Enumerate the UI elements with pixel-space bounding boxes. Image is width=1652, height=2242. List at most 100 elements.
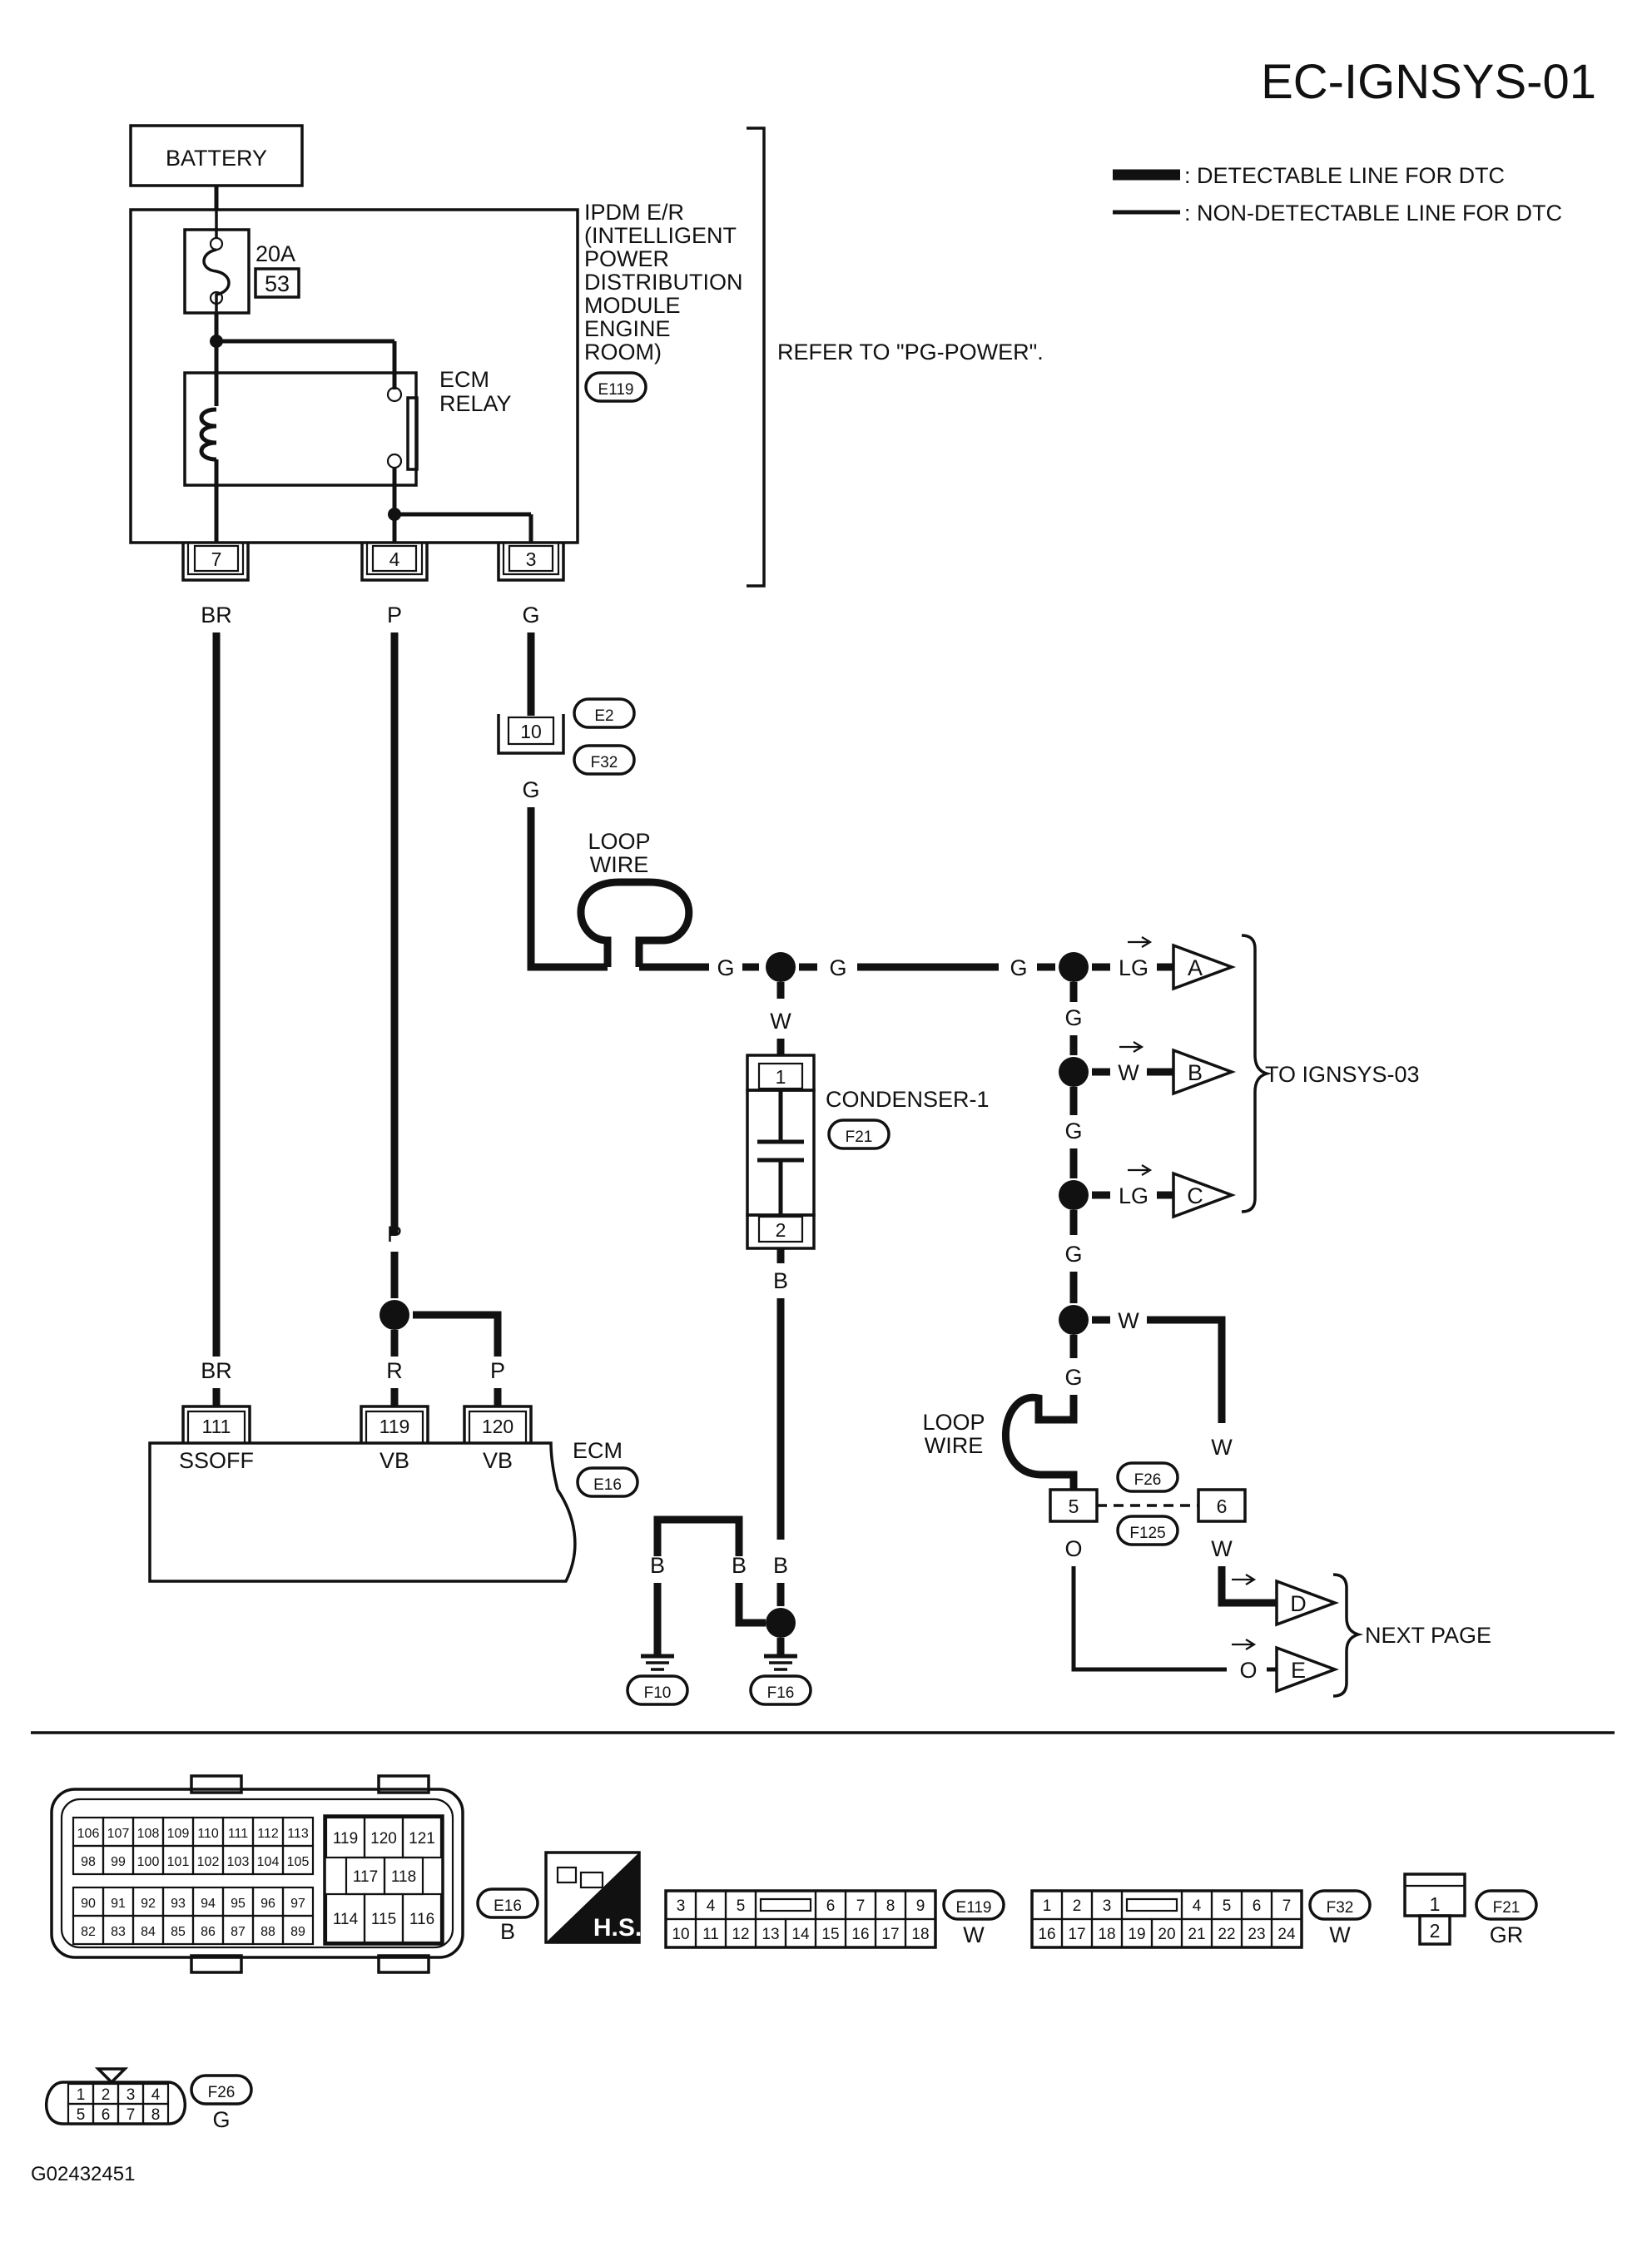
connector-pin-number: 22 (1218, 1926, 1235, 1943)
ecm-name: ECM (573, 1438, 623, 1463)
svg-text:6: 6 (1217, 1495, 1228, 1517)
ecm-connector-id: E16 (593, 1476, 622, 1494)
ground-f10-label: F10 (644, 1684, 672, 1702)
connector-pin-number: 119 (333, 1830, 358, 1848)
ecm-pin-119: 119 (360, 1405, 429, 1443)
hs-label: H.S. (593, 1914, 642, 1942)
connector-cavity (281, 1844, 315, 1876)
connector-pin-number: 3 (677, 1897, 686, 1915)
connector-cavity (401, 1892, 443, 1944)
svg-text:1: 1 (1430, 1893, 1441, 1915)
wire-o (1071, 1566, 1227, 1672)
svg-text:2: 2 (1430, 1920, 1441, 1942)
svg-text:E: E (1291, 1658, 1306, 1683)
svg-text:5: 5 (1069, 1495, 1079, 1517)
arrow-d-icon (1232, 1574, 1257, 1585)
connector-pin-number: 114 (333, 1911, 359, 1928)
svg-text:10: 10 (520, 721, 542, 742)
loop-wire-1-label-1: LOOP (588, 829, 650, 854)
condenser-name: CONDENSER-1 (826, 1087, 990, 1112)
page-title: EC-IGNSYS-01 (1261, 55, 1596, 109)
wire-color-o-e: O (1239, 1658, 1257, 1683)
connector-pin-number: 97 (290, 1897, 305, 1911)
svg-text:DISTRIBUTION: DISTRIBUTION (584, 270, 743, 295)
svg-text:B: B (1188, 1060, 1203, 1085)
connector-pin-number: 4 (1193, 1897, 1202, 1915)
relay-label-1: ECM (439, 367, 489, 392)
connector-pin-number: 12 (732, 1926, 749, 1943)
svg-text:119: 119 (380, 1416, 410, 1437)
brace-next-page (1332, 1573, 1364, 1698)
splice-p (380, 1300, 409, 1330)
connector-pin-number: 83 (111, 1925, 126, 1939)
offpage-a (1172, 943, 1237, 991)
legend-detectable-label: : DETECTABLE LINE FOR DTC (1184, 163, 1505, 188)
connector-pin-number: 14 (791, 1926, 810, 1943)
condenser-1: 1 2 (746, 1054, 816, 1250)
wire-color-o: O (1064, 1536, 1082, 1561)
connector-pin-number: 10 (672, 1926, 689, 1943)
ecm-pin-120: 120 (463, 1405, 533, 1443)
wire-color-lg-c: LG (1119, 1183, 1148, 1208)
ecm-relay-box (183, 371, 418, 487)
svg-text:4: 4 (389, 548, 400, 570)
wire-color-g-7: G (1064, 1119, 1082, 1143)
connector-pin-number: 94 (201, 1897, 216, 1911)
connector-pin-number: 5 (737, 1897, 746, 1915)
connector-pin-number: 4 (151, 2086, 161, 2104)
svg-text:7: 7 (211, 548, 222, 570)
offpage-c (1172, 1171, 1237, 1219)
connector-pin-number: 20 (1158, 1926, 1175, 1943)
connector-pin-number: 2 (1073, 1897, 1082, 1915)
wire-color-g-8: G (1064, 1242, 1082, 1267)
wire-color-g-top: G (522, 603, 539, 627)
connector-pin-number: 9 (916, 1897, 925, 1915)
wire-color-w-b: W (1118, 1060, 1139, 1085)
svg-text:2: 2 (776, 1219, 786, 1241)
arrow-a-icon (1128, 936, 1153, 948)
connector-pin-number: 90 (81, 1897, 96, 1911)
connector-pin-number: 15 (821, 1926, 839, 1943)
wire-color-b-f16: B (773, 1553, 788, 1578)
connector-pin-number: 21 (1188, 1926, 1205, 1943)
joint-connector-10: 10 (497, 714, 565, 755)
wire-color-lg-a: LG (1119, 955, 1148, 980)
fuse-rating: 20A (255, 241, 295, 266)
svg-text:111: 111 (202, 1416, 231, 1437)
svg-text:A: A (1188, 955, 1203, 980)
connector-pin-number: 1 (77, 2086, 86, 2104)
ipdm-refer-text: REFER TO "PG-POWER". (777, 340, 1044, 365)
wire-color-w-condenser: W (770, 1009, 791, 1034)
connector-f32-color: W (1329, 1922, 1351, 1947)
svg-text:120: 120 (482, 1416, 513, 1437)
condenser-connector-id: F21 (846, 1128, 873, 1146)
wire-color-r: R (386, 1358, 403, 1383)
harness-side-icon: H.S. (544, 1851, 642, 1944)
connector-pin-number: 16 (1038, 1926, 1055, 1943)
arrow-e-icon (1232, 1639, 1257, 1650)
connector-f21-color: GR (1490, 1922, 1524, 1947)
splice-2 (1059, 952, 1089, 982)
wire-color-g-2: G (522, 777, 539, 802)
ground-f10-icon (641, 1654, 674, 1671)
wire-color-br-top: BR (201, 603, 232, 627)
arrow-c-icon (1128, 1164, 1153, 1176)
legend-non-detectable-label: : NON-DETECTABLE LINE FOR DTC (1184, 201, 1562, 226)
connector-pin-number: 86 (201, 1925, 216, 1939)
connector-pin-number: 103 (227, 1855, 250, 1869)
connector-pin-number: 8 (886, 1897, 895, 1915)
relay-contact-top (386, 386, 403, 403)
splice-1 (766, 952, 796, 982)
wire-color-w-6-bottom: W (1211, 1536, 1233, 1561)
ipdm-connector-id: E119 (598, 381, 634, 399)
connector-pin-number: 6 (826, 1897, 836, 1915)
wire-w-to-d (1218, 1566, 1277, 1607)
splice-3 (1059, 1057, 1089, 1087)
connector-pin-number: 104 (257, 1855, 280, 1869)
f26-pin-6: 6 (1197, 1488, 1247, 1523)
offpage-d (1275, 1579, 1340, 1627)
svg-text:MODULE: MODULE (584, 293, 681, 318)
